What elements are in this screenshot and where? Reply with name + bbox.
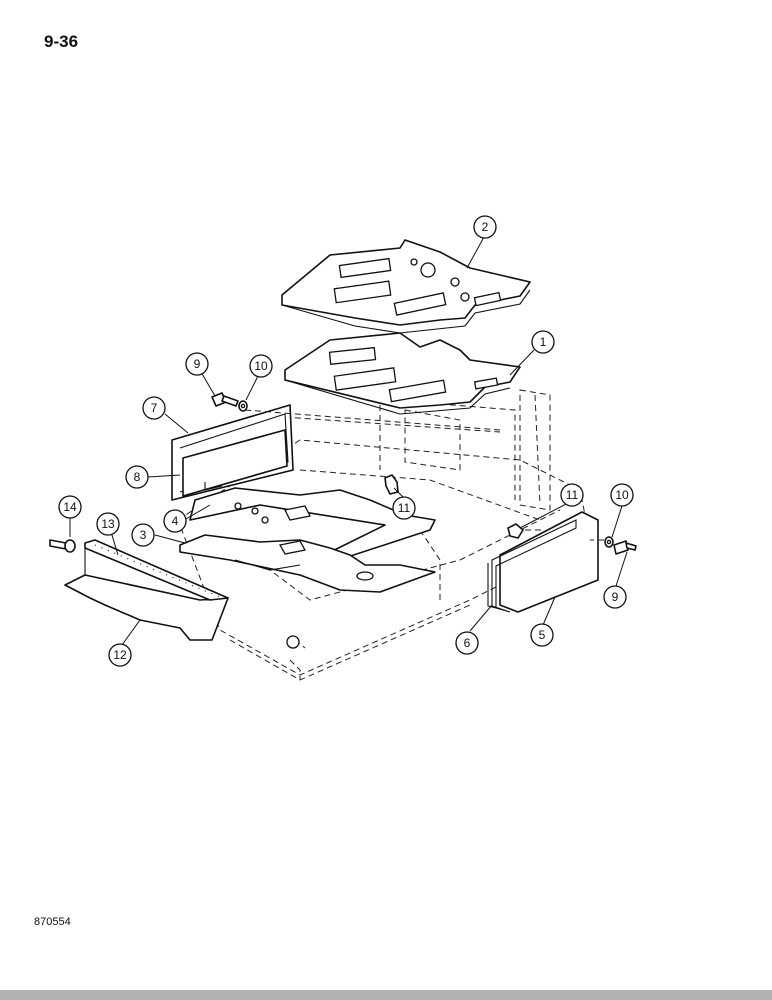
callout-11-center: 11	[392, 496, 416, 520]
side-panel-left	[171, 404, 294, 501]
washer-left	[238, 400, 248, 412]
callout-label: 1	[540, 335, 547, 349]
callout-6: 6	[455, 631, 479, 655]
callout-label: 12	[113, 648, 127, 662]
bolt-left	[211, 392, 239, 407]
callout-2: 2	[473, 215, 497, 239]
callout-label: 9	[612, 590, 619, 604]
clip-right	[507, 523, 524, 539]
callout-label: 9	[194, 357, 201, 371]
callout-10-left: 10	[249, 354, 273, 378]
callout-label: 5	[539, 628, 546, 642]
clip-center	[384, 474, 399, 495]
callout-4: 4	[163, 509, 187, 533]
callout-label: 4	[172, 514, 179, 528]
callout-label: 8	[134, 470, 141, 484]
washer-right	[604, 536, 614, 548]
rivet	[49, 539, 76, 553]
callout-5: 5	[530, 623, 554, 647]
callout-label: 10	[254, 359, 268, 373]
front-panel	[64, 539, 229, 641]
callout-3: 3	[131, 523, 155, 547]
callout-8: 8	[125, 465, 149, 489]
kick-plate-lower	[179, 534, 436, 593]
callout-7: 7	[142, 396, 166, 420]
callout-label: 3	[140, 528, 147, 542]
callout-9-left: 9	[185, 352, 209, 376]
callout-label: 6	[464, 636, 471, 650]
projection-lines	[244, 409, 604, 649]
floor-mat	[284, 332, 521, 415]
callout-14: 14	[58, 495, 82, 519]
floor-plate-top	[281, 239, 531, 334]
callout-label: 11	[398, 501, 411, 515]
side-panel-right	[487, 511, 599, 613]
callout-13: 13	[96, 512, 120, 536]
callout-label: 7	[151, 401, 158, 415]
leader-lines	[69, 236, 628, 646]
callouts: 1 2 3 4 5 6 7 8 9 10 11 12 13 14 9 10 11	[58, 215, 634, 667]
page-number: 9-36	[44, 32, 79, 51]
callout-10-right: 10	[610, 483, 634, 507]
callout-12: 12	[108, 643, 132, 667]
figure-code: 870554	[34, 916, 71, 928]
callout-label: 11	[566, 488, 579, 502]
callout-label: 2	[482, 220, 489, 234]
callout-label: 13	[101, 517, 115, 531]
kick-plate-upper	[189, 487, 436, 567]
callout-9-right: 9	[603, 585, 627, 609]
callout-label: 14	[63, 500, 77, 514]
bolt-right	[613, 540, 637, 555]
callout-label: 10	[615, 488, 629, 502]
callout-1: 1	[531, 330, 555, 354]
callout-11-right: 11	[560, 483, 584, 507]
scan-edge-band	[0, 990, 772, 1000]
